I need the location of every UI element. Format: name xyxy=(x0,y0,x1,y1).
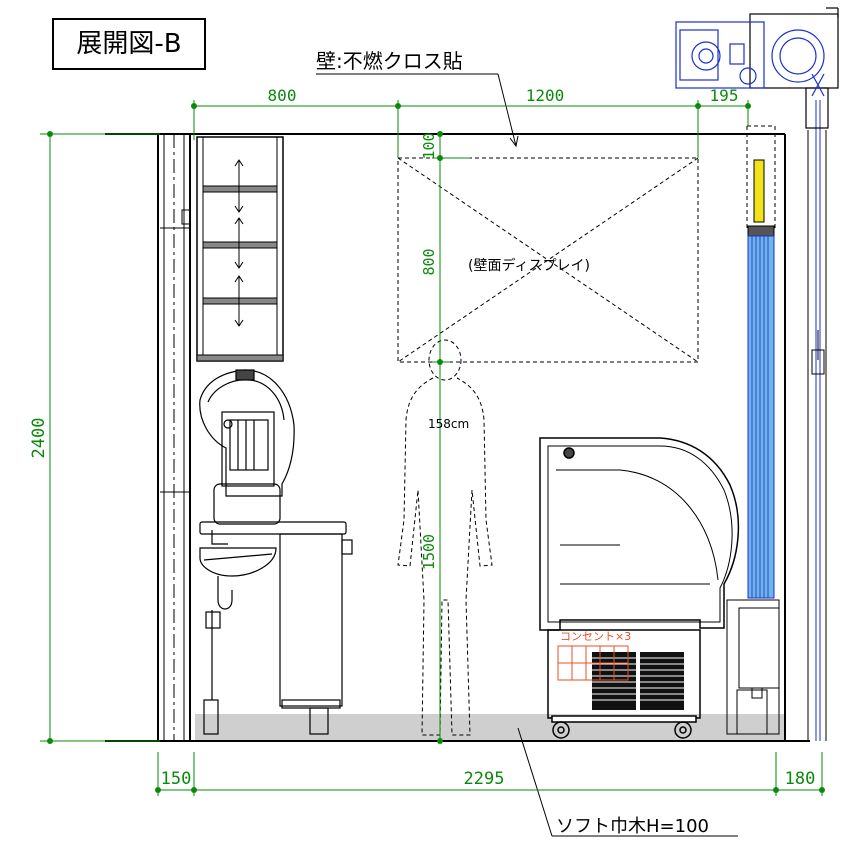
sink-counter xyxy=(199,521,353,735)
dim-bottom-2295: 2295 xyxy=(464,769,505,789)
wall-display-label: (壁面ディスプレイ) xyxy=(468,257,590,274)
wall-display-area xyxy=(397,157,699,363)
dim-v-100: 100 xyxy=(420,132,438,159)
dim-height-2400: 2400 xyxy=(29,418,49,459)
wall-shelf xyxy=(196,136,284,362)
wall-finish-leader xyxy=(316,73,519,148)
wall-finish-label: 壁:不燃クロス貼 xyxy=(316,49,463,73)
dimension-dots xyxy=(47,103,825,793)
dim-v-800: 800 xyxy=(420,248,438,275)
outlet-label: コンセント×3 xyxy=(560,630,631,643)
right-side-unit xyxy=(726,125,780,735)
showcase-fridge xyxy=(539,437,740,739)
outlet-box xyxy=(557,645,629,681)
dim-top-195: 195 xyxy=(710,86,739,105)
baseboard-leader xyxy=(517,727,738,837)
dimension-lines xyxy=(40,100,824,796)
dim-v-1500: 1500 xyxy=(420,534,438,570)
drawing-title: 展開図-B xyxy=(52,18,206,70)
dim-top-800: 800 xyxy=(268,86,297,105)
dim-bottom-180: 180 xyxy=(785,769,816,789)
left-wall-column xyxy=(157,134,191,741)
ceiling-equipment xyxy=(675,7,839,129)
right-wall-column xyxy=(784,100,827,741)
baseboard-label: ソフト巾木H=100 xyxy=(556,816,709,837)
dim-top-1200: 1200 xyxy=(526,86,565,105)
coffee-machine xyxy=(199,369,295,525)
person-height-label: 158cm xyxy=(428,417,469,431)
curtain xyxy=(747,159,775,599)
person-silhouette xyxy=(397,339,493,736)
dim-bottom-150: 150 xyxy=(161,769,192,789)
